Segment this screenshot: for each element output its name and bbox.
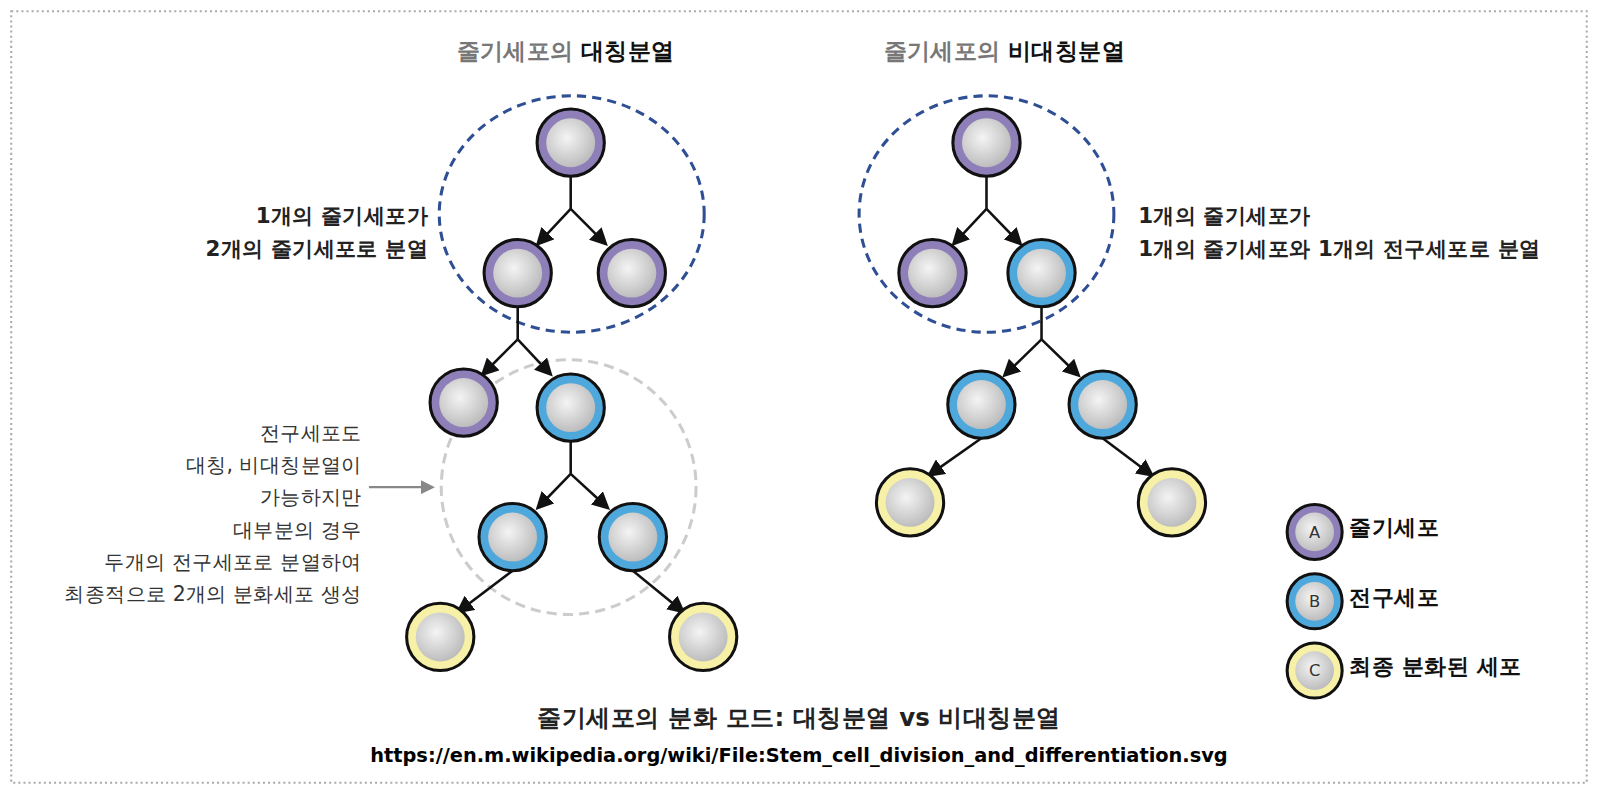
annotation: 2개의 줄기세포로 분열 <box>206 236 428 261</box>
legend-letter: C <box>1309 662 1320 681</box>
caption: 줄기세포의 분화 모드: 대칭분열 vs 비대칭분열 <box>537 704 1060 732</box>
source-url: https://en.m.wikipedia.org/wiki/File:Ste… <box>370 745 1228 767</box>
heading: 비대칭분열 <box>1008 37 1125 64</box>
annotation: 1개의 줄기세포와 1개의 전구세포로 분열 <box>1138 236 1540 261</box>
legend-swatch <box>1287 504 1342 559</box>
callout-text: 가능하지만 <box>260 486 362 509</box>
annotation: 1개의 줄기세포가 <box>256 204 428 229</box>
legend-text: 줄기세포 <box>1349 515 1439 541</box>
heading-prefix: 줄기세포의 <box>884 37 1001 64</box>
callout-text: 대부분의 경우 <box>233 518 362 541</box>
heading-prefix: 줄기세포의 <box>457 37 574 64</box>
legend-letter: A <box>1309 524 1320 543</box>
swatch-core <box>1295 513 1334 552</box>
swatch-core <box>1295 582 1334 621</box>
legend-swatch <box>1287 643 1342 698</box>
legend-letter: B <box>1309 593 1320 612</box>
callout-text: 전구세포도 <box>260 421 362 444</box>
heading: 대칭분열 <box>581 37 675 64</box>
annotation: 1개의 줄기세포가 <box>1138 204 1310 229</box>
callout-text: 최종적으로 2개의 분화세포 생성 <box>64 582 361 605</box>
legend-text: 최종 분화된 세포 <box>1349 654 1522 680</box>
legend-swatch <box>1287 574 1342 629</box>
swatch-core <box>1295 651 1334 690</box>
legend-text: 전구세포 <box>1349 584 1439 610</box>
callout-text: 두개의 전구세포로 분열하여 <box>104 551 362 574</box>
callout-text: 대칭, 비대칭분열이 <box>186 454 362 477</box>
